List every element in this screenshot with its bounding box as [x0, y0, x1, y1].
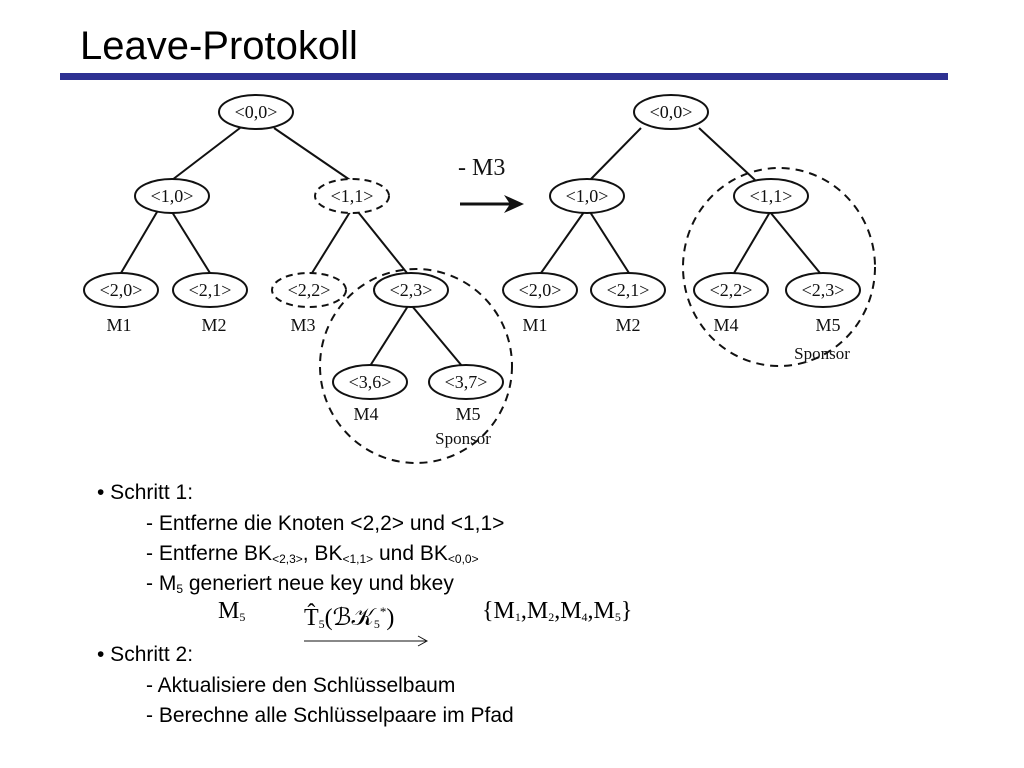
- tree-node: [332, 364, 408, 400]
- member-label: M4: [713, 315, 738, 335]
- step2-heading: • Schritt 2:: [97, 643, 194, 666]
- sponsor-label: Sponsor: [435, 429, 491, 448]
- formula-recipients: {M1,M2,M4,M5}: [482, 598, 633, 624]
- edge: [769, 211, 821, 274]
- member-label: M2: [201, 315, 226, 335]
- tree-node: [590, 272, 666, 308]
- edge: [311, 211, 351, 274]
- transition-arrow-icon: [460, 195, 524, 213]
- step1-line2: - Entferne BK<2,3>, BK<1,1> und BK<0,0>: [146, 542, 479, 566]
- member-label: M5: [815, 315, 840, 335]
- edge: [120, 211, 158, 274]
- title-underline: [60, 73, 948, 80]
- edge: [369, 305, 409, 367]
- step1-heading: • Schritt 1:: [97, 481, 194, 504]
- sponsor-subtree-circle: [682, 167, 876, 367]
- page-title: Leave-Protokoll: [80, 24, 358, 68]
- node-label: <0,0>: [235, 102, 278, 122]
- step2-line1: - Aktualisiere den Schlüsselbaum: [146, 674, 456, 697]
- removed-tree-node: [271, 272, 347, 308]
- node-label: <2,3>: [390, 280, 433, 300]
- formula-arrow-icon: [304, 635, 429, 647]
- node-label: <0,0>: [650, 102, 693, 122]
- tree-node: [83, 272, 159, 308]
- tree-node: [693, 272, 769, 308]
- sponsor-subtree-circle: [319, 268, 513, 464]
- node-label: <2,3>: [802, 280, 845, 300]
- node-label: <2,0>: [519, 280, 562, 300]
- transition-label: - M3: [458, 155, 505, 181]
- member-label: M5: [455, 404, 480, 424]
- tree-node: [549, 178, 625, 214]
- removed-tree-node: [314, 178, 390, 214]
- edge: [589, 211, 630, 274]
- node-label: <1,0>: [566, 186, 609, 206]
- step1-line1: - Entferne die Knoten <2,2> und <1,1>: [146, 512, 505, 535]
- formula-sender: M5: [218, 598, 246, 624]
- node-label: <1,1>: [750, 186, 793, 206]
- tree-node: [733, 178, 809, 214]
- node-label: <2,1>: [189, 280, 232, 300]
- formula-message: T̂5(ℬ𝒦5*): [304, 604, 395, 631]
- node-label: <2,0>: [100, 280, 143, 300]
- member-label: M1: [106, 315, 131, 335]
- edge: [171, 127, 241, 181]
- member-label: M3: [290, 315, 315, 335]
- tree-node: [785, 272, 861, 308]
- edge: [273, 127, 351, 181]
- node-label: <3,7>: [445, 372, 488, 392]
- node-label: <2,2>: [288, 280, 331, 300]
- sponsor-label: Sponsor: [794, 344, 850, 363]
- tree-node: [428, 364, 504, 400]
- edge: [589, 127, 642, 181]
- node-label: <2,1>: [607, 280, 650, 300]
- tree-node: [172, 272, 248, 308]
- node-label: <1,1>: [331, 186, 374, 206]
- step1-line3: - M5 generiert neue key und bkey: [146, 572, 454, 596]
- step2-line2: - Berechne alle Schlüsselpaare im Pfad: [146, 704, 514, 727]
- tree-node: [502, 272, 578, 308]
- edge: [733, 211, 771, 274]
- member-label: M2: [615, 315, 640, 335]
- tree-node: [134, 178, 210, 214]
- key-tree-diagram: <0,0> <1,0> <1,1> <2,0> <2,1> <2,2> <2,3…: [83, 94, 876, 464]
- node-label: <3,6>: [349, 372, 392, 392]
- edge: [357, 211, 408, 274]
- edge: [698, 127, 756, 181]
- node-label: <1,0>: [151, 186, 194, 206]
- member-label: M4: [353, 404, 378, 424]
- member-label: M1: [522, 315, 547, 335]
- edge: [411, 305, 463, 367]
- tree-node: [373, 272, 449, 308]
- node-label: <2,2>: [710, 280, 753, 300]
- tree-node: [633, 94, 709, 130]
- edge: [540, 211, 585, 274]
- tree-node: [218, 94, 294, 130]
- edge: [171, 211, 211, 274]
